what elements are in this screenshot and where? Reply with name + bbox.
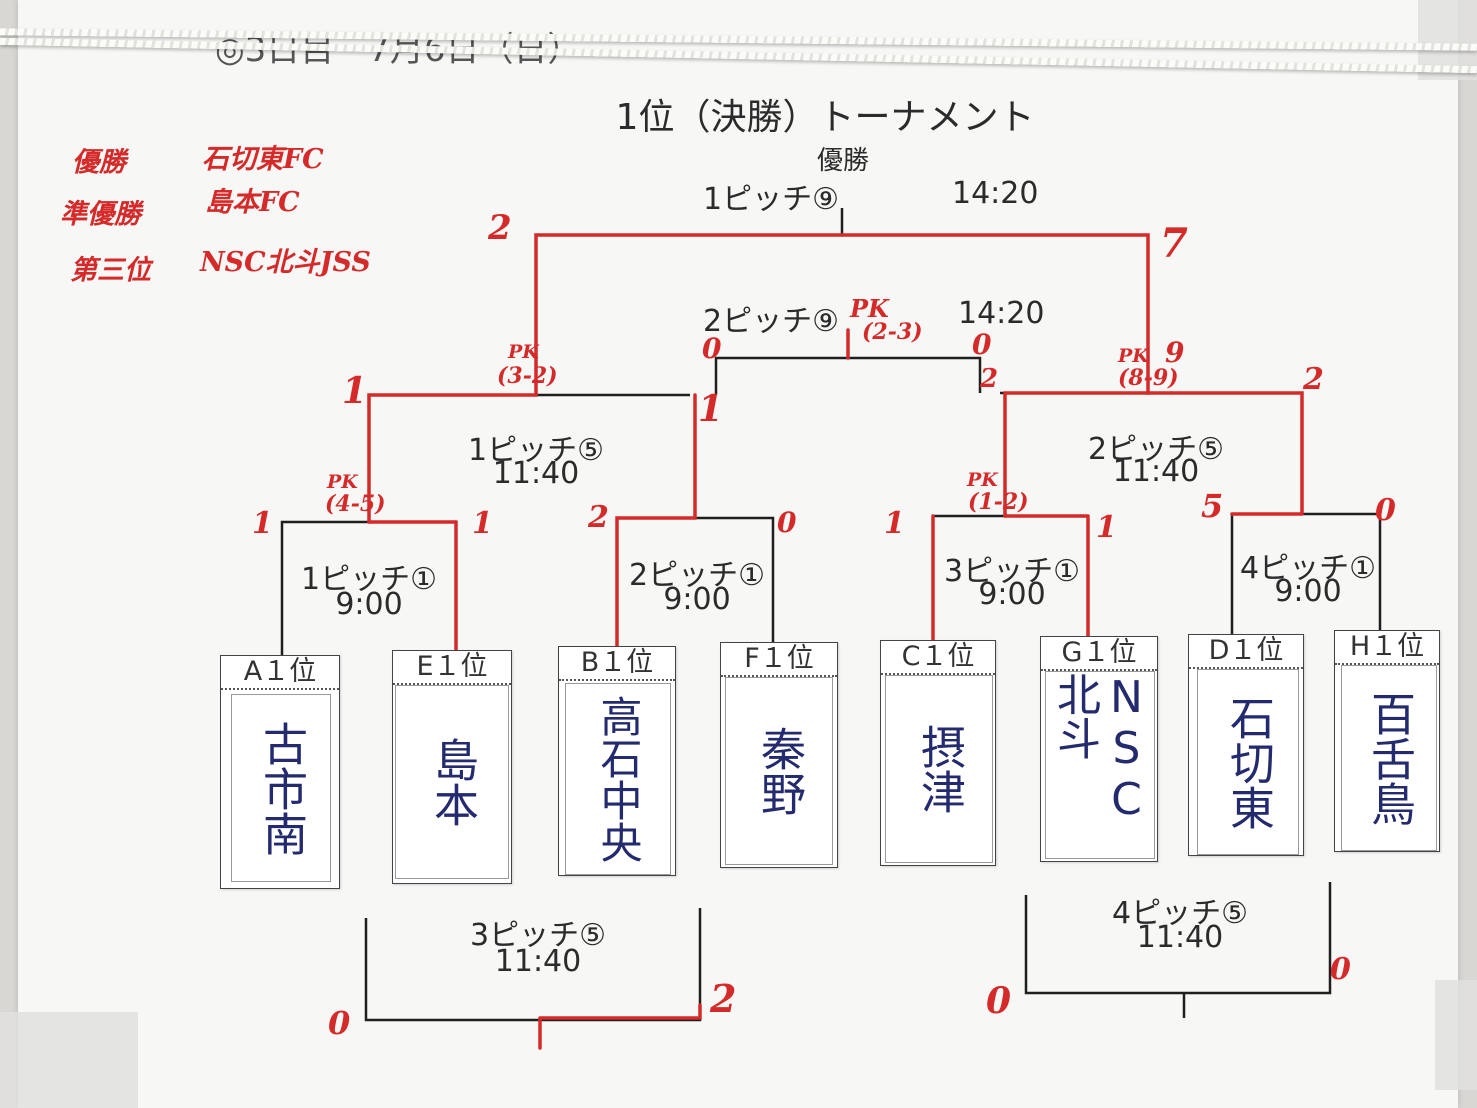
team-card: E１位 島本 — [392, 650, 512, 884]
seed-label: G１位 — [1041, 637, 1157, 671]
match-time: 11:40 — [1136, 920, 1224, 955]
bracket-sheet — [18, 0, 1458, 1108]
pk-label: PK — [967, 469, 998, 491]
team-name: 摂津 — [885, 675, 993, 863]
match-pitch: 1ピッチ⑤ — [468, 433, 604, 468]
match-pitch: 2ピッチ① — [629, 558, 765, 593]
team-card: H１位 百舌鳥 — [1334, 630, 1440, 852]
score-left: 0 — [986, 980, 1012, 1022]
results-team: 島本FC — [205, 187, 300, 218]
pk-score: (3-2) — [497, 363, 558, 389]
team-card: B１位 高石中央 — [558, 646, 676, 876]
score-right: 0 — [1375, 493, 1396, 528]
score-right: 0 — [972, 328, 992, 361]
score-left: 1 — [884, 506, 905, 541]
score-left: 5 — [1201, 487, 1224, 525]
score-right: 1 — [472, 506, 493, 541]
team-name: 百舌鳥 — [1341, 665, 1437, 851]
tape-bottom-left — [0, 1012, 138, 1108]
results-team: NSC北斗JSS — [200, 247, 371, 278]
results-place: 第三位 — [70, 255, 151, 286]
team-card: G１位 NSC北斗 — [1040, 636, 1158, 862]
match-pitch: 4ピッチ⑤ — [1112, 896, 1248, 931]
score-left: 1 — [342, 370, 368, 412]
pk-score: (4-5) — [325, 491, 386, 517]
team-card: D１位 石切東 — [1188, 634, 1304, 856]
match-pitch: 1ピッチ① — [301, 562, 437, 597]
seed-label: E１位 — [393, 651, 511, 685]
match-pitch: 3ピッチ⑤ — [470, 918, 606, 953]
team-name: 石切東 — [1197, 669, 1299, 855]
seed-label: B１位 — [559, 647, 675, 681]
pk-label: PK — [850, 294, 889, 323]
team-card: C１位 摂津 — [880, 640, 996, 866]
page-title: 1位（決勝）トーナメント — [615, 97, 1035, 138]
match-time: 11:40 — [492, 456, 580, 491]
match-pitch: 2ピッチ⑤ — [1088, 432, 1224, 467]
team-card: F１位 秦野 — [720, 642, 838, 868]
match-time: 14:20 — [952, 176, 1039, 211]
score-left: 0 — [702, 332, 722, 365]
results-place: 優勝 — [72, 147, 126, 178]
match-time: 9:00 — [663, 582, 731, 617]
pk-label: PK — [327, 471, 358, 493]
match-time: 11:40 — [494, 944, 582, 979]
seed-label: F１位 — [721, 643, 837, 677]
score-left: 0 — [328, 1004, 351, 1042]
seed-label: A１位 — [221, 656, 339, 690]
score-right: 7 — [1160, 220, 1188, 267]
results-team: 石切東FC — [202, 144, 324, 175]
team-name: NSC北斗 — [1045, 671, 1155, 859]
match-time: 9:00 — [335, 587, 403, 622]
seed-label: D１位 — [1189, 635, 1303, 669]
team-name: 高石中央 — [565, 683, 671, 875]
score-left: 9 — [1165, 336, 1185, 369]
match-time: 11:40 — [1112, 454, 1200, 489]
match-time: 14:20 — [958, 296, 1045, 331]
results-place: 準優勝 — [60, 199, 141, 230]
score-right: 2 — [1303, 362, 1324, 397]
pk-label: PK — [1118, 345, 1149, 367]
score-right: 1 — [1096, 510, 1117, 545]
match-pitch: 3ピッチ① — [944, 554, 1080, 589]
team-card: A１位 古市南 — [220, 655, 340, 889]
score-right: 2 — [710, 976, 737, 1021]
team-name: 秦野 — [725, 677, 833, 865]
pk-score: (1-2) — [968, 489, 1029, 515]
match-time: 9:00 — [1274, 574, 1342, 609]
match-time: 9:00 — [978, 577, 1046, 612]
match-pitch: 4ピッチ① — [1240, 551, 1376, 586]
pk-label: PK — [508, 341, 539, 363]
score-left: 2 — [588, 500, 609, 535]
match-pitch: 2ピッチ⑨ — [703, 304, 839, 339]
seed-label: H１位 — [1335, 631, 1439, 665]
seed-label: C１位 — [881, 641, 995, 675]
team-name: 島本 — [395, 685, 509, 879]
final-label: 優勝 — [816, 146, 870, 176]
score-left: 1 — [252, 506, 273, 541]
pk-score: (2-3) — [862, 319, 923, 345]
match-pitch: 1ピッチ⑨ — [703, 182, 839, 217]
team-name: 古市南 — [231, 694, 331, 882]
pk-score: (8-9) — [1118, 365, 1179, 391]
score-right: 0 — [1330, 952, 1351, 987]
tape-bottom-right — [1435, 980, 1477, 1090]
score-right: 1 — [698, 388, 724, 430]
score-right: 0 — [777, 506, 797, 539]
score-left: 2 — [488, 208, 512, 248]
score-mid: 2 — [980, 364, 999, 394]
